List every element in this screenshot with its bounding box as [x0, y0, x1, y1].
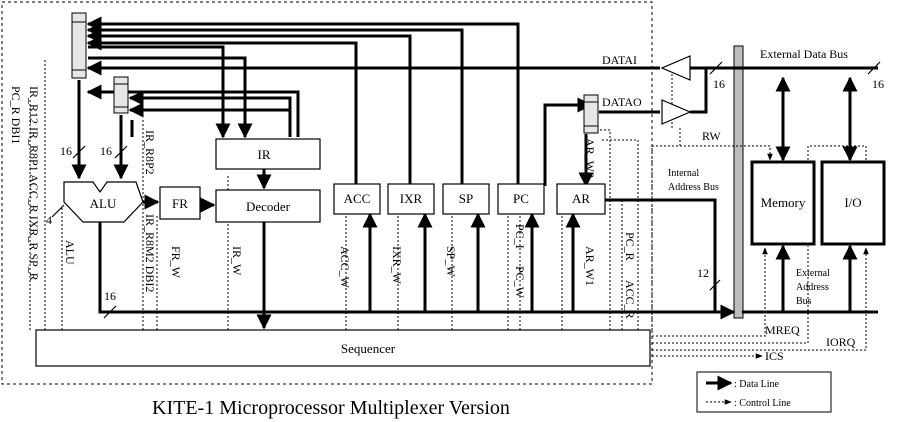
sequencer-block: Sequencer	[35, 329, 651, 367]
mux2-selects-label-2: IR_R8M2 DBI2	[143, 214, 157, 292]
width-slashes	[51, 61, 881, 319]
pc-r-label: PC_R	[623, 232, 637, 261]
pc-i-label: PC_I	[513, 224, 527, 249]
width-mux2-alu: 16	[100, 144, 112, 158]
alu-block: ALU	[63, 181, 144, 223]
datao-buffer	[661, 99, 692, 125]
alu-label: ALU	[90, 196, 117, 211]
sp-label: SP	[459, 191, 473, 206]
mux-3	[583, 94, 599, 134]
width-alu-ctl: 4	[46, 213, 52, 227]
ir-w-label: IR_W	[230, 246, 244, 276]
mux-2	[113, 76, 129, 114]
datai-label: DATAI	[602, 53, 637, 67]
sp-w-label: SP_W	[444, 246, 458, 277]
ar-w2-label: AR_W2	[583, 138, 597, 178]
diagram-title: KITE-1 Microprocessor Multiplexer Versio…	[152, 397, 510, 419]
memory-block: Memory	[750, 160, 816, 246]
mreq-label: MREQ	[765, 323, 800, 337]
external-address-bus-label-1: External	[796, 268, 830, 279]
external-data-bus-label: External Data Bus	[760, 47, 848, 61]
rw-label: RW	[702, 129, 721, 143]
width-alu-out: 16	[104, 289, 116, 303]
internal-address-bus-label-2: Address Bus	[668, 182, 719, 193]
pc-w-label: PC_W	[513, 266, 527, 299]
external-bus-bar	[733, 45, 744, 319]
legend: : Data Line : Control Line	[696, 371, 832, 413]
mux1-selects-label-2: PC_R DBI1	[9, 86, 23, 144]
io-block: I/O	[820, 160, 886, 246]
ixr-w-label: IXR_W	[390, 246, 404, 285]
decoder-block: Decoder	[215, 189, 321, 223]
datai-buffer	[660, 55, 691, 81]
ir-block: IR	[215, 138, 321, 170]
width-addr: 12	[697, 266, 709, 280]
alu-ctl-label: ALU	[63, 240, 77, 265]
acc-block: ACC	[333, 183, 381, 215]
acc-label: ACC	[344, 191, 371, 206]
external-address-bus-label-2: Address	[796, 282, 829, 293]
acc-w-label: ACC_W	[338, 246, 352, 289]
width-datai: 16	[713, 77, 725, 91]
internal-address-bus-label-1: Internal	[668, 168, 699, 179]
ics-label: ICS	[765, 349, 784, 363]
memory-label: Memory	[761, 195, 806, 210]
ixr-label: IXR	[400, 191, 423, 206]
pc-label: PC	[513, 191, 529, 206]
sequencer-label: Sequencer	[341, 341, 396, 356]
control-lines	[29, 60, 869, 359]
ar-label: AR	[572, 191, 590, 206]
ar-block: AR	[556, 183, 606, 215]
width-ext-data: 16	[872, 77, 884, 91]
decoder-label: Decoder	[246, 199, 291, 214]
data-lines	[71, 16, 878, 330]
sp-block: SP	[442, 183, 490, 215]
mux1-selects-label: IR_R12 IR_R8P1 ACC_R IXR_R SP_R	[27, 86, 41, 281]
pc-block: PC	[497, 183, 545, 215]
fr-label: FR	[172, 196, 188, 211]
ixr-block: IXR	[387, 183, 435, 215]
ir-label: IR	[258, 147, 271, 162]
io-label: I/O	[844, 195, 861, 210]
iorq-label: IORQ	[826, 335, 856, 349]
fr-block: FR	[159, 186, 201, 220]
acc-r-label: ACC_R	[623, 280, 637, 319]
mux-1	[71, 12, 87, 79]
fr-w-label: FR_W	[169, 246, 183, 279]
ar-w1-label: AR_W1	[583, 246, 597, 286]
width-mux1-alu: 16	[60, 144, 72, 158]
legend-control-line: : Control Line	[734, 398, 791, 409]
datao-label: DATAO	[602, 95, 642, 109]
external-address-bus-label-3: Bus	[796, 296, 812, 307]
mux2-selects-label: IR_R8P2	[143, 130, 157, 175]
legend-data-line: : Data Line	[734, 379, 780, 390]
